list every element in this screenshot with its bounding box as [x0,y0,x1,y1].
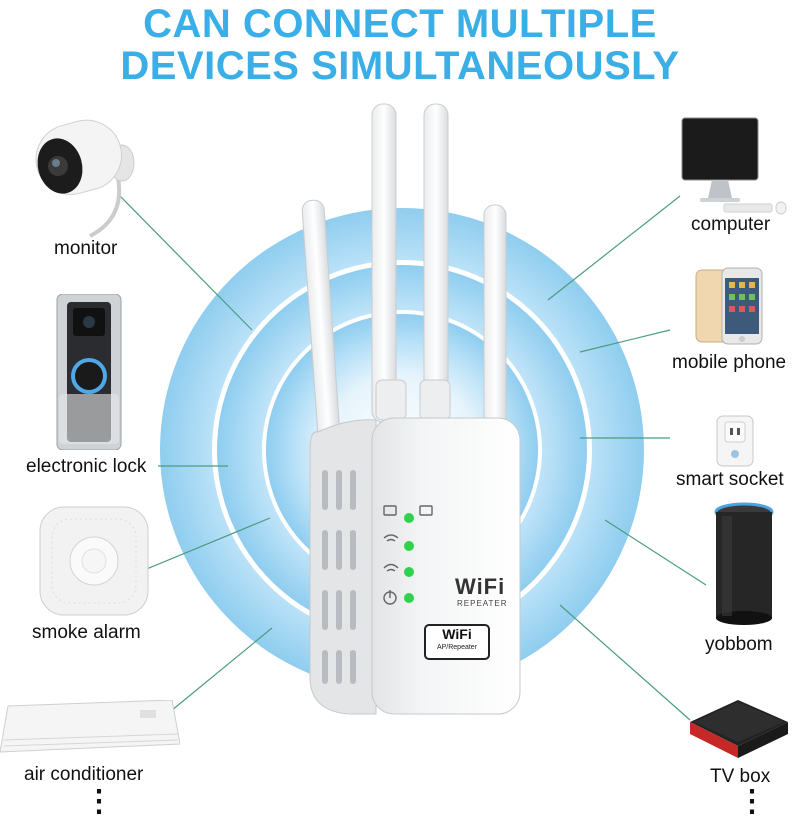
device-label-smart-socket: smart socket [676,469,784,490]
device-label-monitor: monitor [54,238,118,259]
badge-subtitle-text: AP/Repeater [436,644,478,651]
antenna-group [301,103,507,501]
tv-box-icon [684,694,792,766]
device-label-mobile-phone: mobile phone [672,352,787,373]
more-devices-left: ⋮ [84,785,114,818]
device-label-yobbom: yobbom [705,634,773,655]
product-brand-text: WiFi [455,574,506,599]
product-subtitle-text: REPEATER [457,599,508,608]
device-label-computer: computer [691,214,771,235]
badge-brand-text: WiFi [442,626,472,642]
smartphone-icon [694,266,770,346]
headline-line-2: DEVICES SIMULTANEOUSLY [120,44,680,88]
status-leds [404,513,414,603]
desktop-computer-icon [680,114,790,218]
headline-line-1: CAN CONNECT MULTIPLE [143,2,657,46]
air-conditioner-icon [0,699,181,754]
device-label-air-conditioner: air conditioner [24,764,144,785]
smart-speaker-icon [712,502,776,626]
status-icons [383,505,433,605]
smart-plug-icon [713,414,757,470]
video-doorbell-icon [55,293,123,451]
more-devices-right: ⋮ [737,785,767,818]
security-camera-icon [30,108,140,238]
device-label-smoke-alarm: smoke alarm [32,622,141,643]
smoke-alarm-icon [38,505,150,617]
product-badge: WiFi AP/Repeater [424,624,490,660]
device-label-electronic-lock: electronic lock [26,456,147,477]
device-label-tv-box: TV box [710,766,771,787]
